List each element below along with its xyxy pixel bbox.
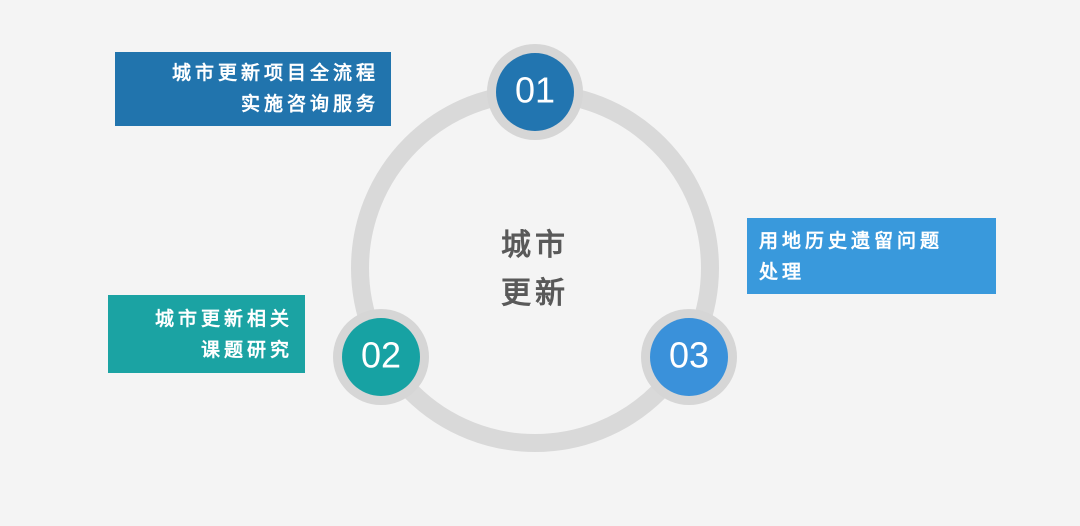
node-01: 01 bbox=[487, 44, 583, 140]
label-02-line-2: 课题研究 bbox=[200, 339, 293, 361]
node-02-circle bbox=[342, 318, 420, 396]
label-03-line-2: 处理 bbox=[759, 261, 806, 283]
center-title-line-1: 城市 bbox=[501, 228, 569, 263]
node-01-number: 01 bbox=[515, 70, 555, 111]
node-02-number: 02 bbox=[361, 335, 401, 376]
label-box-03: 用地历史遗留问题 处理 bbox=[747, 218, 996, 294]
node-02: 02 bbox=[333, 309, 429, 405]
node-03-circle bbox=[650, 318, 728, 396]
label-box-01: 城市更新项目全流程 实施咨询服务 bbox=[115, 52, 391, 126]
node-03-number: 03 bbox=[669, 335, 709, 376]
label-01-line-2: 实施咨询服务 bbox=[240, 93, 379, 115]
label-03-line-1: 用地历史遗留问题 bbox=[759, 230, 944, 252]
node-01-circle bbox=[496, 53, 574, 131]
label-02-line-1: 城市更新相关 bbox=[154, 308, 293, 330]
label-01-line-1: 城市更新项目全流程 bbox=[171, 62, 379, 84]
label-box-02: 城市更新相关 课题研究 bbox=[108, 295, 305, 373]
node-03: 03 bbox=[641, 309, 737, 405]
center-title: 城市 更新 bbox=[455, 222, 615, 318]
center-title-line-2: 更新 bbox=[501, 276, 569, 311]
